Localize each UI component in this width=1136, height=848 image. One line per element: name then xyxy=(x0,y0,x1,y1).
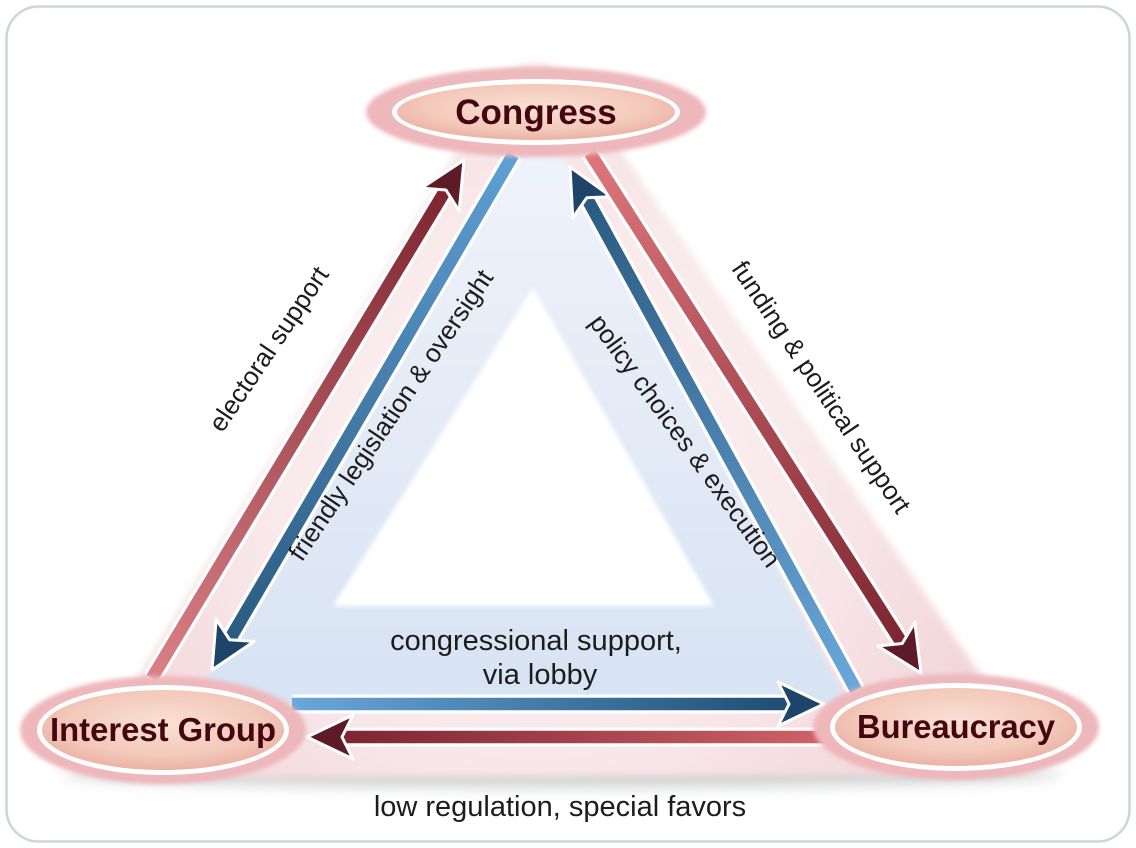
arrow-low-regulation-head xyxy=(305,713,355,761)
node-interest-group: Interest Group xyxy=(20,676,306,784)
node-congress: Congress xyxy=(366,67,706,157)
label-congressional-support: congressional support, via lobby xyxy=(390,625,690,691)
label-congressional-support-line1: congressional support, xyxy=(390,625,682,657)
label-congressional-support-line2: via lobby xyxy=(483,659,598,691)
arrow-policy-choices xyxy=(568,165,865,695)
arrow-policy-choices-head xyxy=(568,165,613,220)
inner-white-triangle xyxy=(333,288,714,606)
arrow-funding-support-line xyxy=(584,149,911,652)
arrow-policy-choices-line xyxy=(578,189,862,694)
arrow-electoral-support xyxy=(143,158,466,683)
page-border xyxy=(5,5,1131,843)
node-interest-group-label: Interest Group xyxy=(50,711,276,748)
arrow-congressional-support xyxy=(292,680,826,728)
node-congress-label: Congress xyxy=(455,93,616,132)
arrow-congressional-support-head xyxy=(776,680,826,728)
arrow-friendly-legislation xyxy=(210,150,522,672)
arrow-electoral-support-head xyxy=(419,158,466,213)
arrow-electoral-support-line xyxy=(146,182,454,682)
label-low-regulation: low regulation, special favors xyxy=(374,791,746,823)
arrow-funding-support-head xyxy=(876,620,923,675)
node-congress-fill xyxy=(397,84,675,140)
arrow-funding-support xyxy=(581,147,923,675)
node-bureaucracy-fill xyxy=(835,688,1077,766)
node-bureaucracy: Bureaucracy xyxy=(813,674,1099,780)
node-interest-group-fill xyxy=(42,690,284,770)
arrow-low-regulation xyxy=(305,713,868,761)
node-bureaucracy-label: Bureaucracy xyxy=(857,708,1056,745)
arrow-friendly-legislation-head xyxy=(210,617,256,672)
arrow-friendly-legislation-line xyxy=(221,151,519,648)
